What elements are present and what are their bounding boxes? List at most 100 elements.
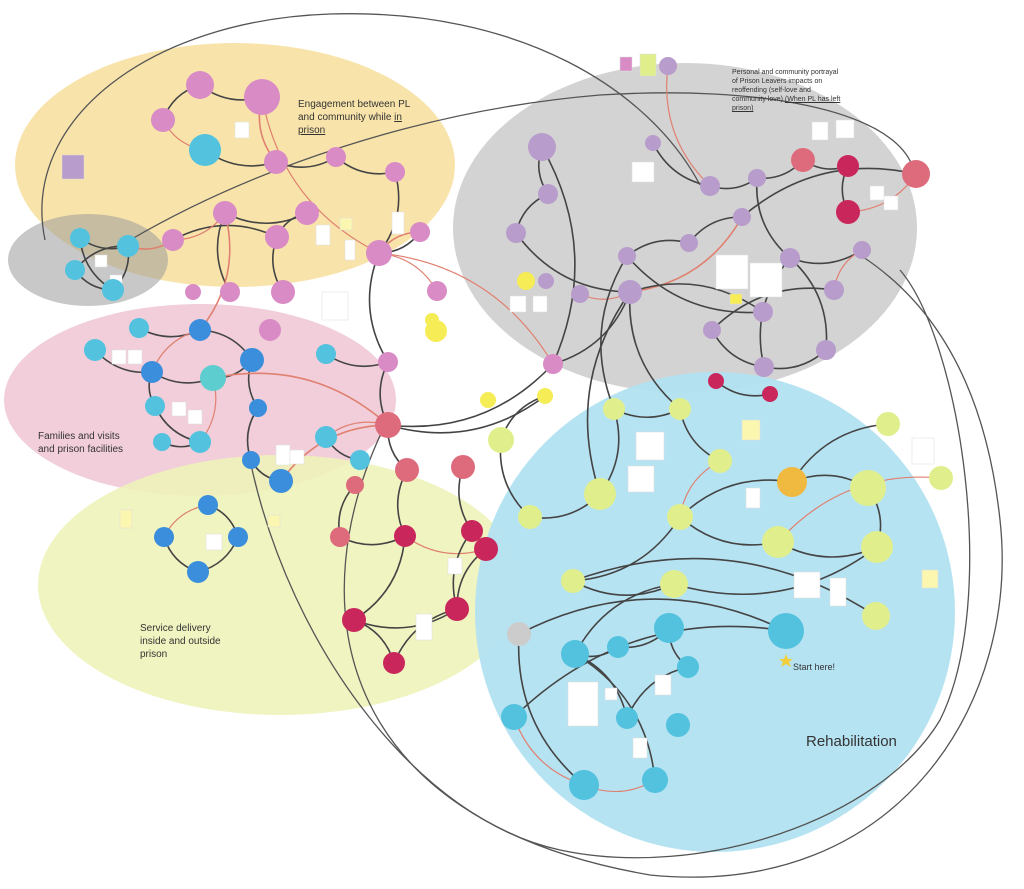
factor-node[interactable] — [141, 361, 163, 383]
factor-node[interactable] — [271, 280, 295, 304]
factor-node[interactable] — [425, 313, 439, 327]
sticky-note[interactable] — [61, 154, 85, 180]
factor-node[interactable] — [228, 527, 248, 547]
factor-node[interactable] — [488, 427, 514, 453]
factor-node[interactable] — [187, 561, 209, 583]
factor-node[interactable] — [366, 240, 392, 266]
factor-node[interactable] — [186, 71, 214, 99]
factor-node[interactable] — [151, 108, 175, 132]
factor-node[interactable] — [618, 280, 642, 304]
factor-node[interactable] — [642, 767, 668, 793]
factor-node[interactable] — [517, 272, 535, 290]
sticky-note[interactable] — [567, 681, 599, 727]
factor-node[interactable] — [315, 426, 337, 448]
factor-node[interactable] — [768, 613, 804, 649]
factor-node[interactable] — [733, 208, 751, 226]
factor-node[interactable] — [189, 319, 211, 341]
sticky-note[interactable] — [811, 121, 829, 141]
sticky-note[interactable] — [532, 295, 548, 313]
sticky-note[interactable] — [729, 293, 743, 305]
sticky-note[interactable] — [267, 514, 281, 528]
factor-node[interactable] — [616, 707, 638, 729]
factor-node[interactable] — [862, 602, 890, 630]
factor-node[interactable] — [410, 222, 430, 242]
factor-node[interactable] — [259, 319, 281, 341]
factor-node[interactable] — [703, 321, 721, 339]
factor-node[interactable] — [836, 200, 860, 224]
factor-node[interactable] — [200, 365, 226, 391]
factor-node[interactable] — [395, 458, 419, 482]
sticky-note[interactable] — [289, 449, 305, 465]
factor-node[interactable] — [645, 135, 661, 151]
sticky-note[interactable] — [627, 465, 655, 493]
factor-node[interactable] — [249, 399, 267, 417]
factor-node[interactable] — [385, 162, 405, 182]
sticky-note[interactable] — [619, 56, 633, 72]
factor-node[interactable] — [518, 505, 542, 529]
factor-node[interactable] — [561, 640, 589, 668]
factor-node[interactable] — [474, 537, 498, 561]
sticky-note[interactable] — [604, 687, 618, 701]
factor-node[interactable] — [501, 704, 527, 730]
factor-node[interactable] — [84, 339, 106, 361]
factor-node[interactable] — [264, 150, 288, 174]
factor-node[interactable] — [837, 155, 859, 177]
factor-node[interactable] — [213, 201, 237, 225]
factor-node[interactable] — [383, 652, 405, 674]
factor-node[interactable] — [153, 433, 171, 451]
factor-node[interactable] — [708, 449, 732, 473]
factor-node[interactable] — [145, 396, 165, 416]
factor-node[interactable] — [659, 57, 677, 75]
factor-node[interactable] — [102, 279, 124, 301]
factor-node[interactable] — [708, 373, 724, 389]
factor-node[interactable] — [791, 148, 815, 172]
factor-node[interactable] — [162, 229, 184, 251]
factor-node[interactable] — [654, 613, 684, 643]
sticky-note[interactable] — [205, 533, 223, 551]
factor-node[interactable] — [543, 354, 563, 374]
factor-node[interactable] — [669, 398, 691, 420]
factor-node[interactable] — [346, 476, 364, 494]
factor-node[interactable] — [375, 412, 401, 438]
factor-node[interactable] — [666, 713, 690, 737]
factor-node[interactable] — [876, 412, 900, 436]
sticky-note[interactable] — [715, 254, 749, 290]
factor-node[interactable] — [660, 570, 688, 598]
factor-node[interactable] — [342, 608, 366, 632]
factor-node[interactable] — [754, 357, 774, 377]
factor-node[interactable] — [129, 318, 149, 338]
sticky-note[interactable] — [835, 119, 855, 139]
sticky-note[interactable] — [745, 487, 761, 509]
factor-node[interactable] — [902, 160, 930, 188]
sticky-note[interactable] — [635, 431, 665, 461]
factor-node[interactable] — [316, 344, 336, 364]
factor-node[interactable] — [850, 470, 886, 506]
factor-node[interactable] — [561, 569, 585, 593]
sticky-note[interactable] — [639, 53, 657, 77]
sticky-note[interactable] — [171, 401, 187, 417]
factor-node[interactable] — [603, 398, 625, 420]
factor-node[interactable] — [569, 770, 599, 800]
factor-node[interactable] — [242, 451, 260, 469]
factor-node[interactable] — [461, 520, 483, 542]
factor-node[interactable] — [198, 495, 218, 515]
sticky-note[interactable] — [344, 239, 356, 261]
sticky-note[interactable] — [187, 409, 203, 425]
factor-node[interactable] — [861, 531, 893, 563]
factor-node[interactable] — [378, 352, 398, 372]
factor-node[interactable] — [244, 79, 280, 115]
factor-node[interactable] — [394, 525, 416, 547]
factor-node[interactable] — [929, 466, 953, 490]
sticky-note[interactable] — [391, 211, 405, 235]
sticky-note[interactable] — [119, 509, 133, 529]
factor-node[interactable] — [762, 386, 778, 402]
sticky-note[interactable] — [654, 674, 672, 696]
factor-node[interactable] — [480, 392, 496, 408]
factor-node[interactable] — [780, 248, 800, 268]
factor-node[interactable] — [824, 280, 844, 300]
sticky-note[interactable] — [631, 161, 655, 183]
sticky-note[interactable] — [111, 349, 127, 365]
factor-node[interactable] — [528, 133, 556, 161]
sticky-note[interactable] — [829, 577, 847, 607]
factor-node[interactable] — [154, 527, 174, 547]
